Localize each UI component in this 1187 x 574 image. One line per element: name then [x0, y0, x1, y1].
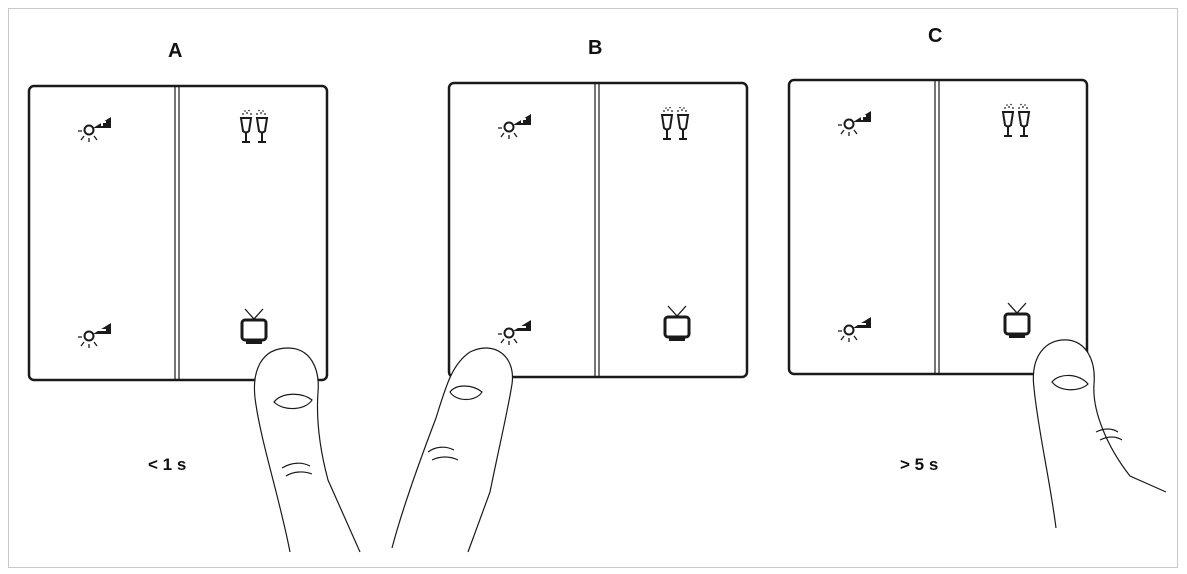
tv-icon	[240, 307, 268, 346]
champagne-icon	[240, 108, 268, 143]
switch-a	[27, 84, 329, 382]
tv-icon	[663, 304, 691, 343]
dim-up-icon	[837, 110, 872, 137]
panel-c-label: C	[928, 25, 943, 47]
tv-icon	[1003, 301, 1031, 340]
dim-down-icon	[77, 322, 112, 349]
panel-b-label: B	[588, 37, 603, 59]
panel-a-duration: < 1 s	[148, 455, 187, 474]
switch-b	[447, 81, 749, 379]
dim-up-icon	[497, 113, 532, 140]
finger-c	[1032, 339, 1167, 529]
dim-up-icon	[77, 116, 112, 143]
finger-b	[391, 347, 514, 553]
dim-down-icon	[837, 316, 872, 343]
champagne-icon	[661, 105, 689, 140]
switch-c	[787, 78, 1089, 376]
champagne-icon	[1002, 102, 1030, 137]
panel-a-label: A	[168, 40, 183, 62]
figure-frame	[8, 8, 1178, 568]
finger-a	[253, 347, 361, 553]
dim-down-icon	[497, 319, 532, 346]
panel-c-duration: > 5 s	[900, 455, 939, 474]
